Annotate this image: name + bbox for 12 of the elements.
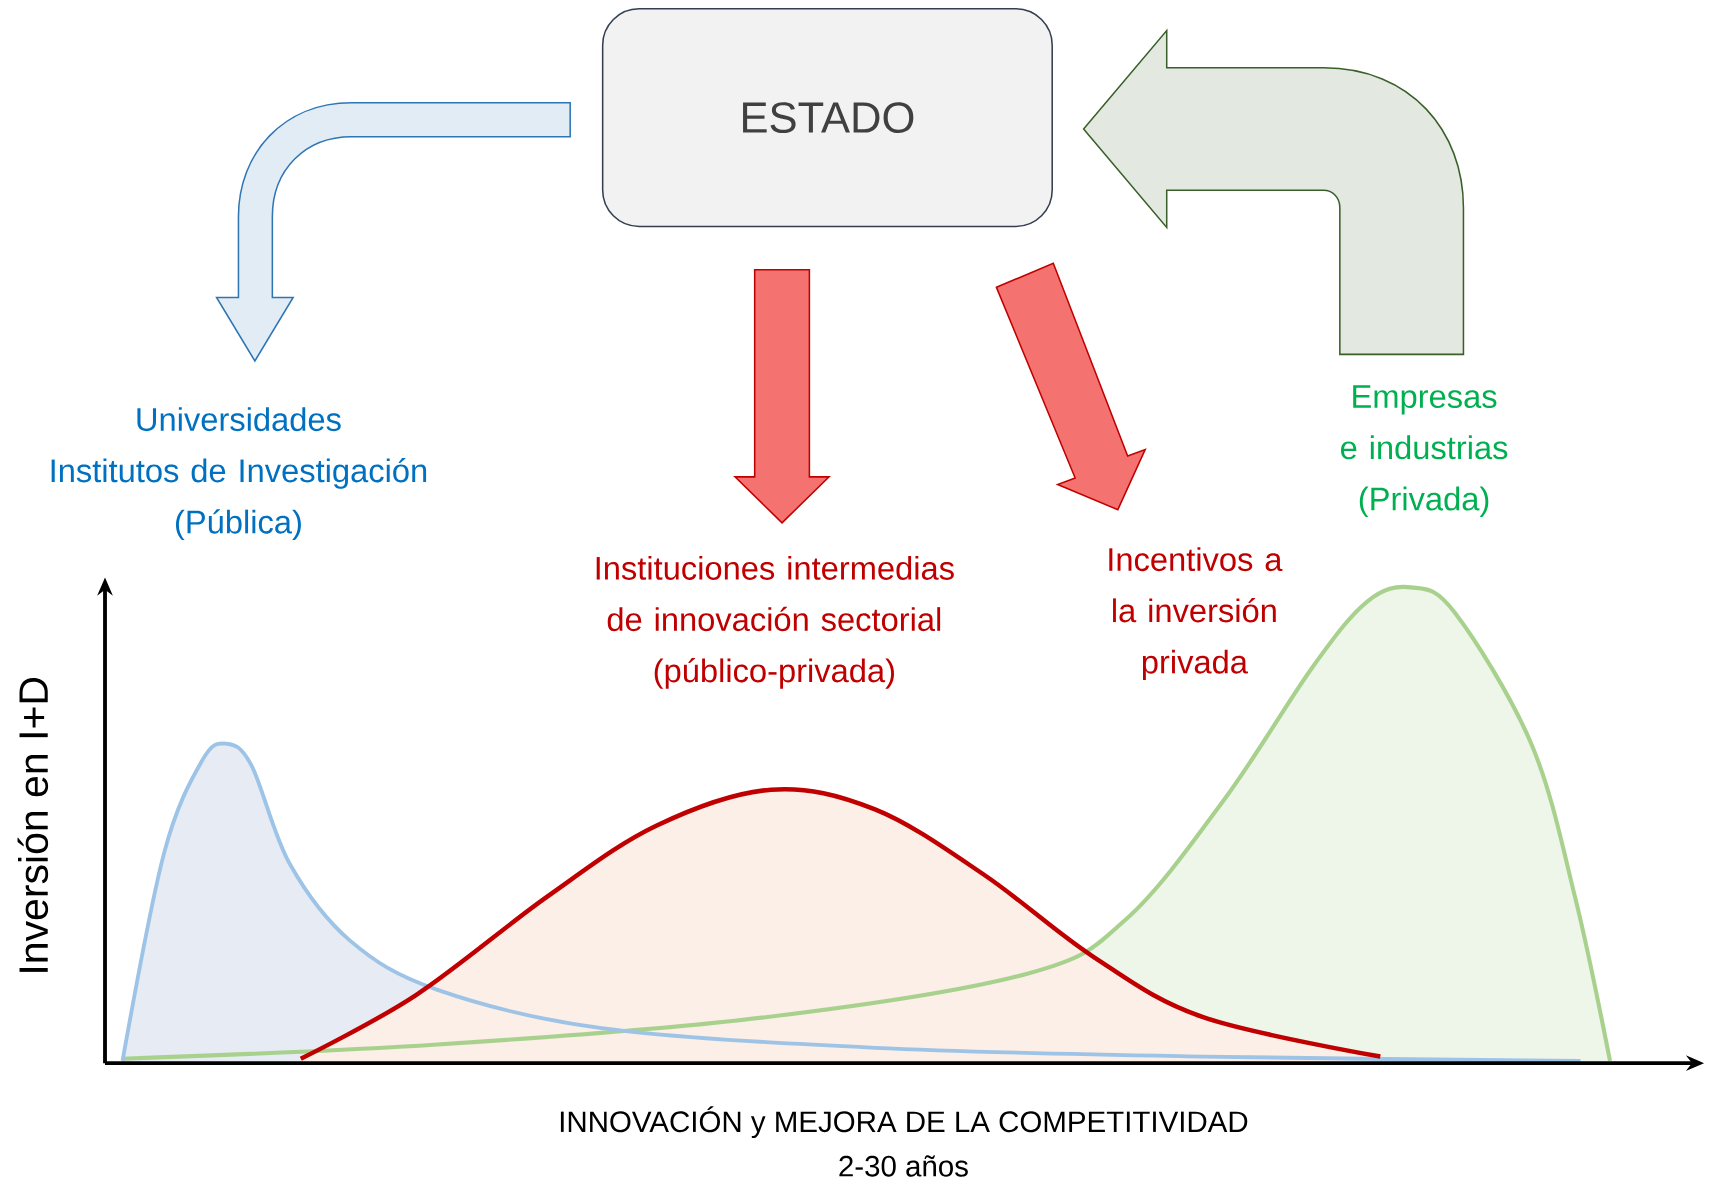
axis-title: 2-30 años: [839, 1155, 968, 1177]
process-box: ESTADO: [601, 7, 1053, 227]
block-arrow: [995, 262, 1147, 511]
block-arrow: [215, 101, 571, 362]
category-label: Universidades Institutos de Investigación (Pública): [51, 407, 427, 540]
category-label: Incentivos a la inversión privada: [1109, 547, 1283, 680]
block-arrow: [733, 268, 831, 524]
axis-title: Inversión en I+D: [17, 677, 49, 972]
category-label: Instituciones intermedias de innovación sectorial (público-privada): [596, 555, 954, 689]
axis-title: INNOVACIÓN y MEJORA DE LA COMPETITIVIDAD: [560, 1106, 1248, 1138]
block-arrow: [1082, 29, 1465, 355]
category-label: Empresas e industrias (Privada): [1341, 385, 1508, 517]
